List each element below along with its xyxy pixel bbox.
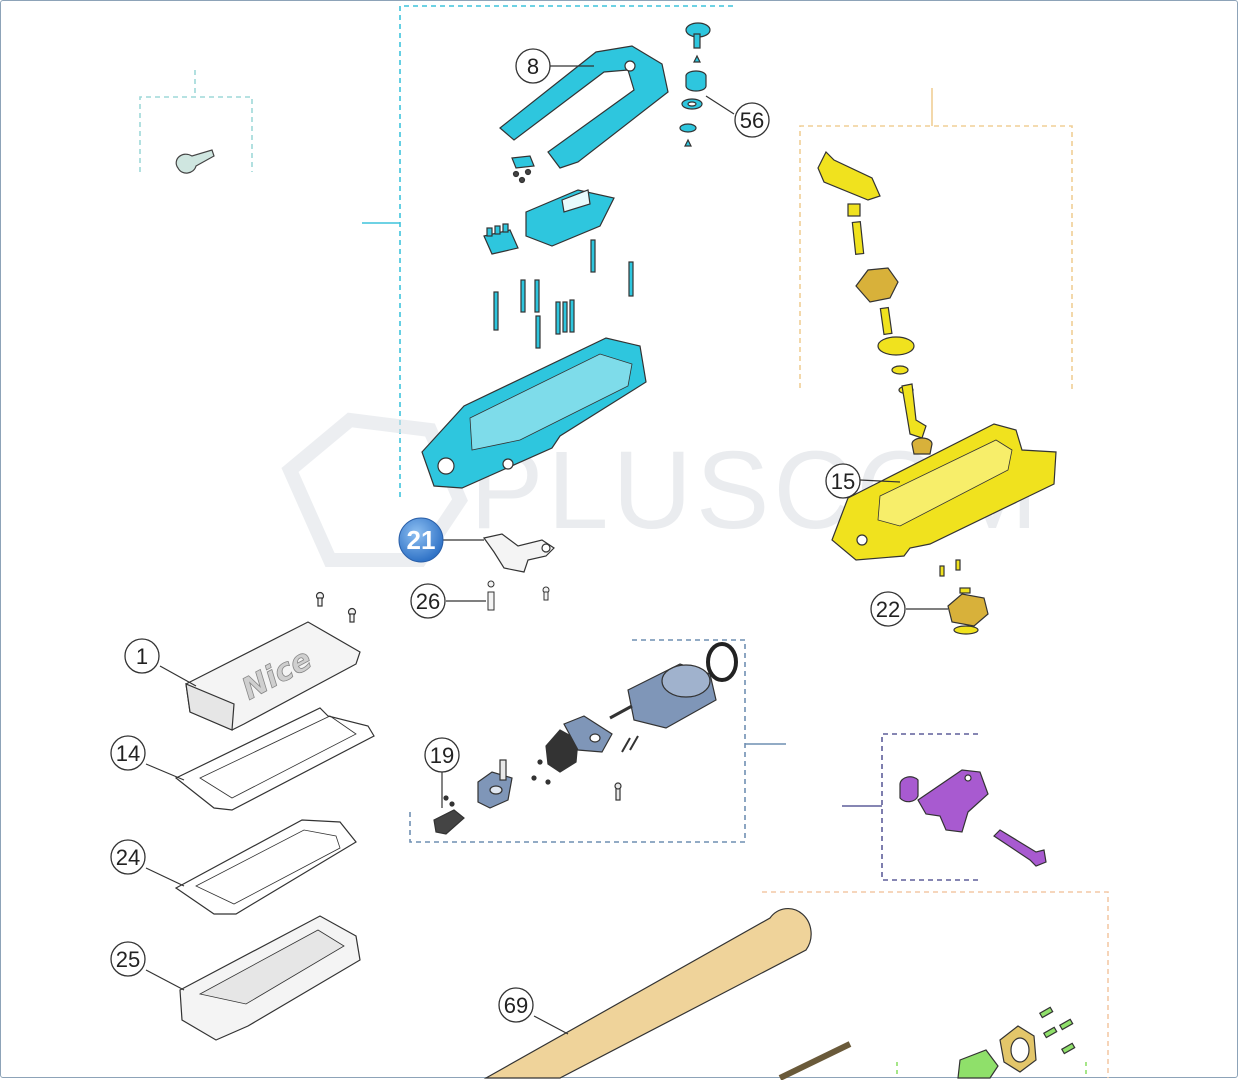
frame-tube-group bbox=[762, 891, 1109, 1078]
callout-label: 56 bbox=[740, 108, 764, 133]
yellow-group-parts bbox=[817, 150, 1057, 635]
purple-group-parts bbox=[899, 769, 1047, 867]
part-gasket-24 bbox=[174, 819, 357, 915]
part-worm-gear bbox=[433, 809, 465, 835]
screws bbox=[493, 239, 634, 349]
frame-purple-group bbox=[881, 733, 978, 881]
leader-lines bbox=[145, 65, 948, 1035]
part-gasket-14 bbox=[174, 707, 375, 811]
part-bevel-gear bbox=[855, 267, 899, 303]
callouts: 8 56 15 22 26 1 bbox=[110, 48, 906, 1023]
callout-label: 8 bbox=[527, 54, 539, 79]
part-gear-22 bbox=[947, 593, 989, 635]
callout-69[interactable]: 69 bbox=[498, 987, 534, 1023]
callout-label: 24 bbox=[116, 845, 140, 870]
part-26-screws bbox=[487, 580, 550, 611]
callout-26[interactable]: 26 bbox=[410, 583, 446, 619]
part-green-hub bbox=[957, 1049, 999, 1079]
frame-motor-group bbox=[409, 639, 746, 843]
part-brush-plate bbox=[545, 729, 579, 773]
frame-yellow-group bbox=[799, 125, 1073, 390]
callout-label: 19 bbox=[430, 743, 454, 768]
part-tube-69 bbox=[483, 907, 852, 1080]
callout-label: 14 bbox=[116, 741, 140, 766]
part-purple-bracket bbox=[917, 769, 989, 833]
callout-15[interactable]: 15 bbox=[825, 463, 861, 499]
callout-14[interactable]: 14 bbox=[110, 735, 146, 771]
part-handle-frame bbox=[499, 45, 669, 169]
frame-cyan-group bbox=[399, 5, 735, 497]
part-end-cap bbox=[563, 715, 613, 753]
part-release-key bbox=[175, 149, 215, 174]
frame-key-group bbox=[139, 70, 253, 172]
watermark-hex-icon bbox=[281, 412, 468, 567]
callout-label: 1 bbox=[136, 644, 148, 669]
green-group-parts bbox=[957, 1006, 1076, 1079]
part-pin-56 bbox=[679, 22, 711, 147]
part-shaft bbox=[901, 383, 927, 439]
part-green-screws bbox=[1038, 1006, 1076, 1055]
callout-25[interactable]: 25 bbox=[110, 941, 146, 977]
callout-21-highlighted[interactable]: 21 bbox=[398, 517, 444, 563]
callout-19[interactable]: 19 bbox=[424, 737, 460, 773]
motor-group-parts bbox=[433, 642, 738, 835]
callout-24[interactable]: 24 bbox=[110, 839, 146, 875]
frame-green-group bbox=[896, 1062, 1087, 1078]
callout-label: 15 bbox=[831, 469, 855, 494]
callout-8[interactable]: 8 bbox=[515, 48, 551, 84]
part-clip bbox=[511, 155, 535, 169]
group-frames bbox=[139, 5, 1109, 1078]
callout-label: 25 bbox=[116, 947, 140, 972]
part-spacer bbox=[899, 776, 919, 803]
callout-1[interactable]: 1 bbox=[124, 638, 160, 674]
callout-22[interactable]: 22 bbox=[870, 591, 906, 627]
part-control-box bbox=[525, 189, 615, 247]
cyan-group-parts bbox=[421, 22, 711, 489]
callout-label: 21 bbox=[407, 525, 436, 555]
callout-label: 26 bbox=[416, 589, 440, 614]
left-grey-parts: Nice bbox=[174, 591, 375, 1041]
callout-56[interactable]: 56 bbox=[734, 102, 770, 138]
part-purple-pin bbox=[993, 829, 1047, 867]
part-21-bracket bbox=[482, 533, 555, 573]
callout-label: 69 bbox=[504, 993, 528, 1018]
part-yellow-cap bbox=[817, 150, 881, 201]
callout-label: 22 bbox=[876, 597, 900, 622]
